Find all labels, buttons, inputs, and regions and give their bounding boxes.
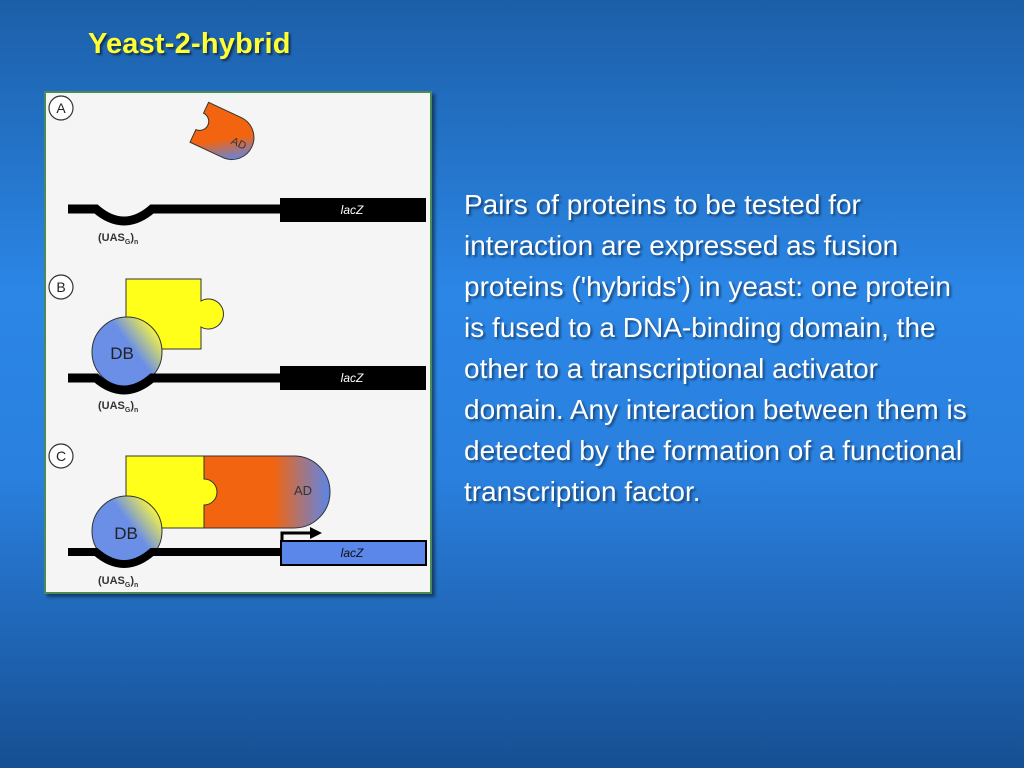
svg-text:(UASG)n: (UASG)n [98,400,138,414]
dna-strand-b [68,373,286,395]
svg-text:(UASG)n: (UASG)n [98,575,138,589]
lacz-label-b: lacZ [341,371,364,385]
db-label-c: DB [114,524,138,543]
transcription-arrow-icon [280,527,322,543]
dna-strand-a [68,204,286,226]
panel-label-circle-a: A [48,95,74,121]
ad-protein-a: AD [189,101,255,160]
uas-label-a: (UASG)n [98,232,138,246]
lacz-reporter-b: lacZ [280,366,426,390]
lacz-reporter-a: lacZ [280,198,426,222]
panel-a: A AD lacZ (UASG)n [48,95,426,246]
uas-label-c: (UASG)n [98,575,138,589]
slide-body-text: Pairs of proteins to be tested for inter… [464,189,967,507]
slide-title: Yeast-2-hybrid [88,28,291,60]
panel-label-b: B [56,279,65,295]
panel-b: B DB lacZ (UASG)n [48,274,426,414]
db-label-b: DB [110,344,134,363]
uas-label-b: (UASG)n [98,400,138,414]
dna-strand-c [68,548,286,568]
ad-protein-c: AD [203,455,331,529]
yeast-two-hybrid-diagram: A AD lacZ (UASG)n B [44,91,432,594]
panel-c: C AD DB [48,443,427,589]
panel-label-a: A [56,100,66,116]
ad-label-a: AD [229,135,248,152]
lacz-reporter-c: lacZ [280,540,427,566]
panel-label-circle-b: B [48,274,74,300]
lacz-label-a: lacZ [341,203,364,217]
lacz-label-c: lacZ [341,546,364,560]
ad-label-c: AD [294,483,312,498]
panel-label-c: C [56,448,66,464]
panel-label-circle-c: C [48,443,74,469]
svg-text:(UASG)n: (UASG)n [98,232,138,246]
